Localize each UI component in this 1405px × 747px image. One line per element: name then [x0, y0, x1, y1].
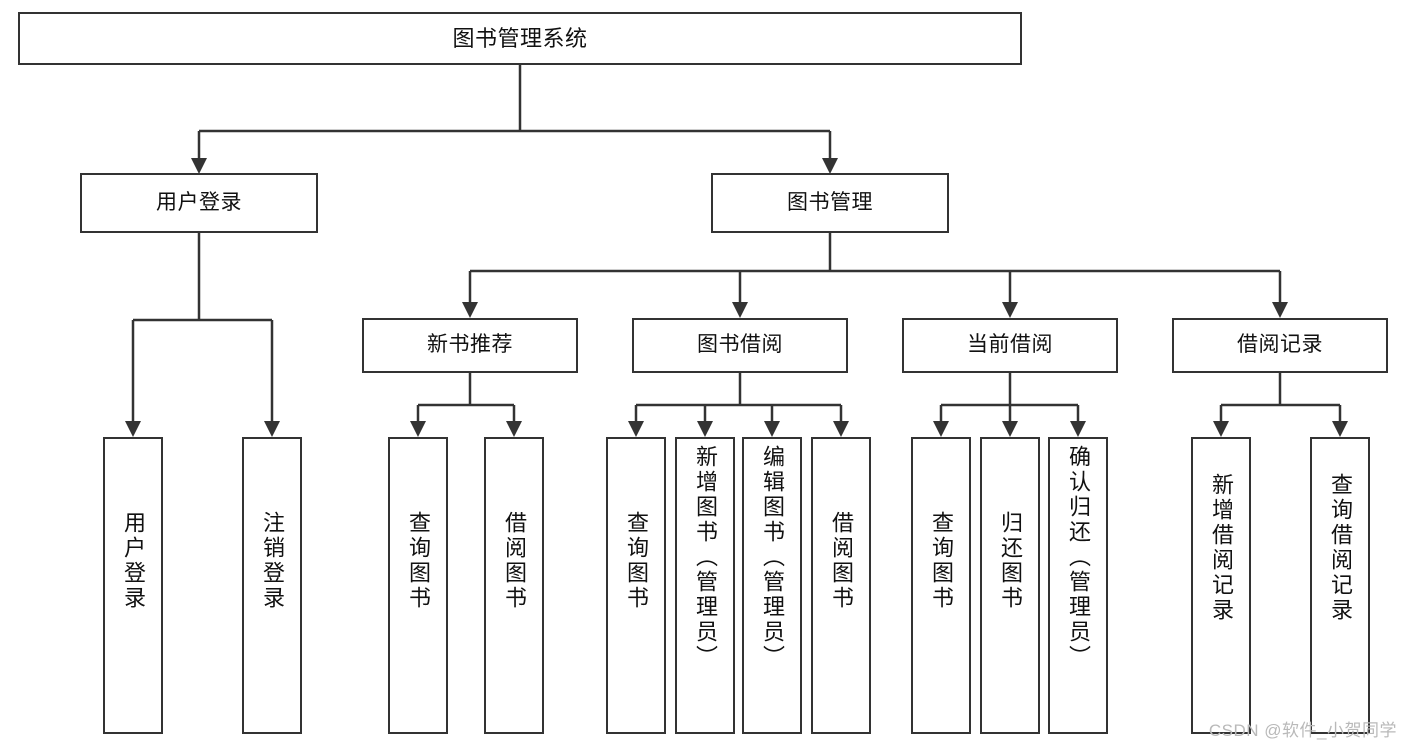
leaf-edit-book[interactable]: 编辑图书（管理员）	[742, 437, 802, 734]
leaf-user-login[interactable]: 用户登录	[103, 437, 163, 734]
leaf-query-book-3[interactable]: 查询图书	[911, 437, 971, 734]
node-current-borrow[interactable]: 当前借阅	[902, 318, 1118, 373]
leaf-query-book-2-label: 查询图书	[623, 511, 649, 611]
leaf-query-book-1-label: 查询图书	[405, 511, 431, 611]
leaf-add-book[interactable]: 新增图书（管理员）	[675, 437, 735, 734]
leaf-add-book-label: 新增图书（管理员）	[692, 445, 718, 670]
leaf-logout-label: 注销登录	[259, 511, 285, 611]
leaf-borrow-book-1-label: 借阅图书	[501, 511, 527, 611]
leaf-confirm-return-label: 确认归还（管理员）	[1065, 445, 1091, 670]
node-new-book-recommend[interactable]: 新书推荐	[362, 318, 578, 373]
node-new-book-recommend-label: 新书推荐	[427, 333, 513, 357]
leaf-query-book-3-label: 查询图书	[928, 511, 954, 611]
leaf-borrow-book-2[interactable]: 借阅图书	[811, 437, 871, 734]
leaf-confirm-return[interactable]: 确认归还（管理员）	[1048, 437, 1108, 734]
leaf-query-record[interactable]: 查询借阅记录	[1310, 437, 1370, 734]
node-current-borrow-label: 当前借阅	[967, 333, 1053, 357]
node-borrow-record[interactable]: 借阅记录	[1172, 318, 1388, 373]
leaf-return-book[interactable]: 归还图书	[980, 437, 1040, 734]
node-root-label: 图书管理系统	[452, 25, 588, 51]
node-root[interactable]: 图书管理系统	[18, 12, 1022, 65]
leaf-borrow-book-1[interactable]: 借阅图书	[484, 437, 544, 734]
node-user-login-label: 用户登录	[156, 190, 242, 214]
leaf-logout[interactable]: 注销登录	[242, 437, 302, 734]
leaf-return-book-label: 归还图书	[997, 511, 1023, 611]
node-book-manage[interactable]: 图书管理	[711, 173, 949, 233]
leaf-add-record[interactable]: 新增借阅记录	[1191, 437, 1251, 734]
watermark: CSDN @软件_小贺同学	[1208, 721, 1397, 740]
leaf-edit-book-label: 编辑图书（管理员）	[759, 445, 785, 670]
node-book-manage-label: 图书管理	[787, 190, 873, 214]
leaf-query-book-2[interactable]: 查询图书	[606, 437, 666, 734]
node-user-login[interactable]: 用户登录	[80, 173, 318, 233]
node-borrow-record-label: 借阅记录	[1237, 333, 1323, 357]
leaf-borrow-book-2-label: 借阅图书	[828, 511, 854, 611]
leaf-query-book-1[interactable]: 查询图书	[388, 437, 448, 734]
leaf-query-record-label: 查询借阅记录	[1327, 473, 1353, 623]
node-book-borrow[interactable]: 图书借阅	[632, 318, 848, 373]
leaf-user-login-label: 用户登录	[120, 511, 146, 611]
node-book-borrow-label: 图书借阅	[697, 333, 783, 357]
leaf-add-record-label: 新增借阅记录	[1208, 473, 1234, 623]
